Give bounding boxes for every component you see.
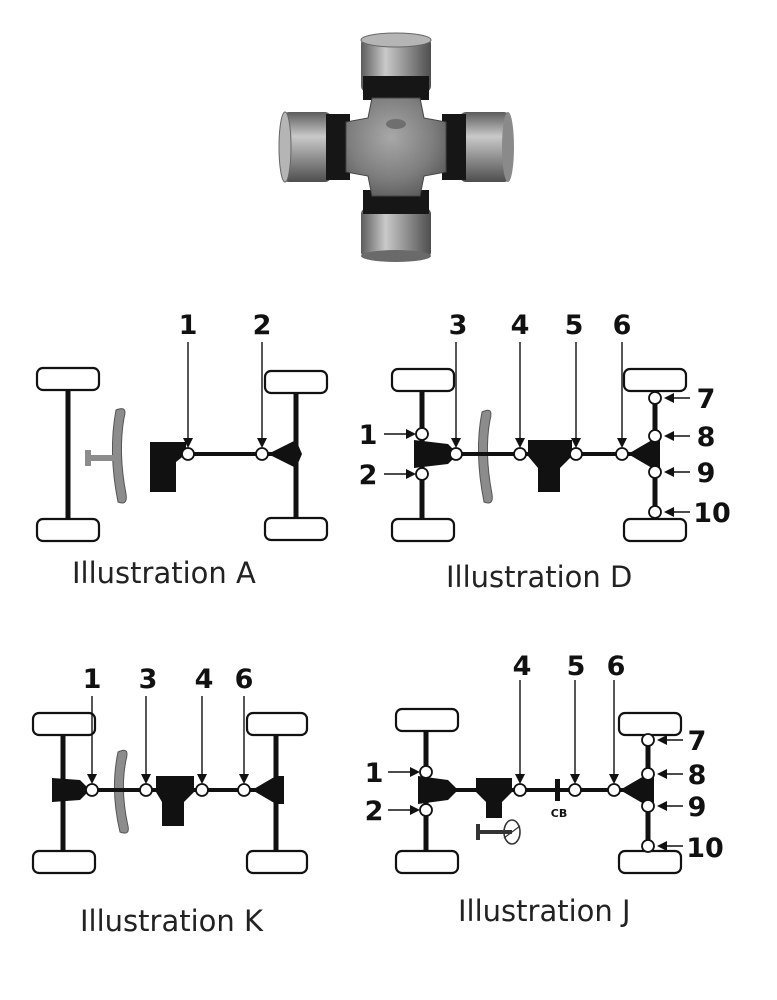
flywheel [111,408,127,504]
u-joint [195,783,209,797]
wheel [31,711,97,737]
wheel [31,849,97,875]
caption-illustration-a: Illustration A [72,556,256,590]
callout-4: 4 [513,651,532,682]
front-differential [414,440,458,468]
callout-5: 5 [565,310,584,341]
u-joint [648,465,662,479]
wheel [622,367,688,393]
center-bearing-label: CB [551,807,567,820]
callout-6: 6 [613,310,632,341]
wheel [622,517,688,543]
wheel [394,707,460,733]
wheel [245,711,309,737]
u-joint [648,429,662,443]
u-joint [641,799,655,813]
universal-joint-image [278,32,514,262]
callout-2: 2 [365,796,384,827]
u-joint [641,733,655,747]
callout-9: 9 [688,792,707,823]
u-joint [648,505,662,519]
wheel [263,369,329,395]
caption-illustration-j: Illustration J [458,894,631,928]
callout-10: 10 [693,498,731,529]
callout-7: 7 [697,384,716,415]
callout-2: 2 [359,460,378,491]
caption-illustration-k: Illustration K [80,904,264,938]
callout-2: 2 [253,310,272,341]
wheel [263,516,329,542]
u-joint [419,765,433,779]
callout-9: 9 [697,458,716,489]
transmission [476,778,512,818]
center-bearing [555,779,560,801]
flywheel [477,409,493,504]
callout-1: 1 [359,420,378,451]
u-joint [237,783,251,797]
wheel [390,517,456,543]
callout-3: 3 [139,664,158,695]
front-differential [52,778,90,802]
callout-4: 4 [195,664,214,695]
u-joint [513,447,527,461]
handbrake-drum [503,819,521,845]
transfer-case [156,776,194,826]
callout-1: 1 [179,310,198,341]
callout-1: 1 [365,758,384,789]
u-joint [415,467,429,481]
callout-3: 3 [449,310,468,341]
u-joint [648,391,662,405]
u-joint [569,447,583,461]
u-joint [255,447,269,461]
wheel [617,849,683,875]
caption-illustration-d: Illustration D [446,560,632,594]
callout-1: 1 [83,664,102,695]
wheel [617,711,683,737]
rear-differential [628,440,660,468]
u-joint [419,803,433,817]
callout-7: 7 [688,726,707,757]
callout-5: 5 [567,651,586,682]
transmission [150,442,186,492]
u-joint [139,783,153,797]
u-joint [615,447,629,461]
u-joint [181,447,195,461]
u-joint [607,783,621,797]
rear-differential [620,776,654,804]
wheel [245,849,309,875]
transfer-case [528,440,572,492]
wheel [390,367,456,393]
illustration-d: 3 4 5 6 1 2 7 8 9 10 Illustration D [359,310,731,594]
u-joint [449,447,463,461]
illustration-k: 1 3 4 6 Illustration K [31,664,309,938]
callout-4: 4 [511,310,530,341]
callout-8: 8 [688,760,707,791]
u-joint [641,839,655,853]
callout-6: 6 [235,664,254,695]
u-joint [85,783,99,797]
u-joint [641,767,655,781]
wheel [394,849,460,875]
u-joint [513,783,527,797]
wheel [35,366,101,392]
illustration-j: CB 4 5 6 1 2 7 8 9 10 Ill [365,651,724,928]
wheel [35,517,101,543]
callout-6: 6 [607,651,626,682]
differential [268,440,302,468]
u-joint [415,427,429,441]
front-differential [418,776,458,804]
callout-10: 10 [686,833,724,864]
callout-8: 8 [697,422,716,453]
illustration-a: 1 2 Illustration A [35,310,329,590]
rear-differential [252,776,284,804]
u-joint [568,783,582,797]
